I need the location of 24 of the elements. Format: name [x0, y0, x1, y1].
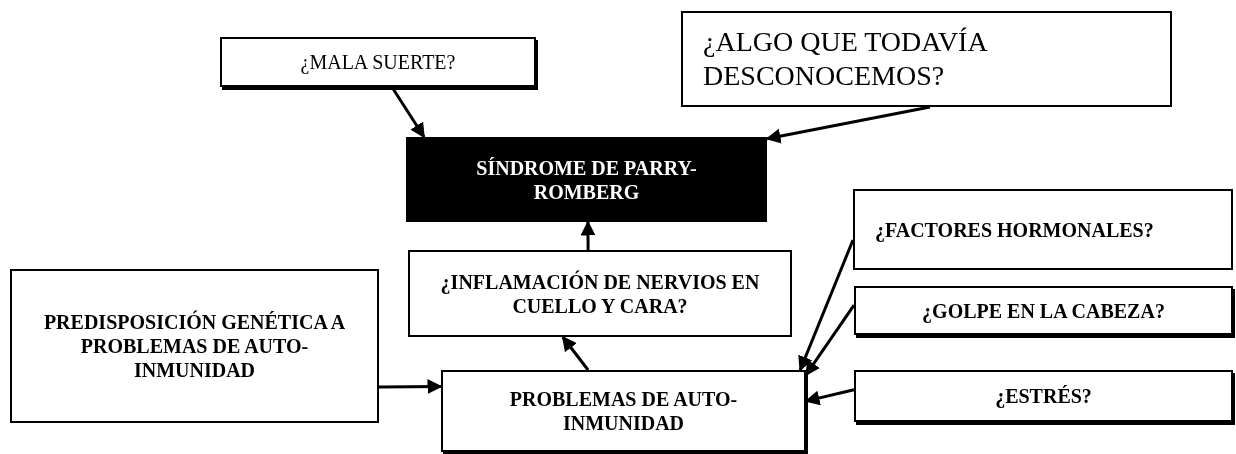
text-box	[220, 37, 536, 87]
box-label: ¿FACTORES HORMONALES?	[875, 217, 1154, 242]
text-box	[681, 11, 1172, 107]
arrow	[580, 220, 596, 250]
arrow	[561, 335, 590, 371]
box-label: ¿ALGO QUE TODAVÍA DESCONOCEMOS?	[703, 25, 988, 93]
box-label: PREDISPOSICIÓN GENÉTICA A PROBLEMAS DE AUTO-INMUNIDAD	[42, 310, 347, 382]
box-label: ¿ESTRÉS?	[995, 384, 1092, 408]
text-box	[441, 370, 806, 452]
text-box	[854, 286, 1233, 335]
box-label: ¿GOLPE EN LA CABEZA?	[922, 298, 1165, 323]
box-label: ¿MALA SUERTE?	[300, 50, 456, 74]
text-box	[10, 269, 379, 423]
box-label: SÍNDROME DE PARRY-ROMBERG	[475, 155, 698, 204]
text-box	[853, 189, 1233, 270]
box-label: PROBLEMAS DE AUTO-INMUNIDAD	[508, 387, 739, 435]
arrow	[765, 105, 931, 144]
title-box	[406, 137, 767, 222]
box-label: ¿INFLAMACIÓN DE NERVIOS EN CUELLO Y CARA?	[439, 269, 761, 318]
arrow	[804, 304, 856, 377]
arrow	[798, 239, 855, 372]
arrow	[379, 379, 443, 394]
text-box	[408, 250, 792, 337]
text-box	[854, 370, 1233, 422]
